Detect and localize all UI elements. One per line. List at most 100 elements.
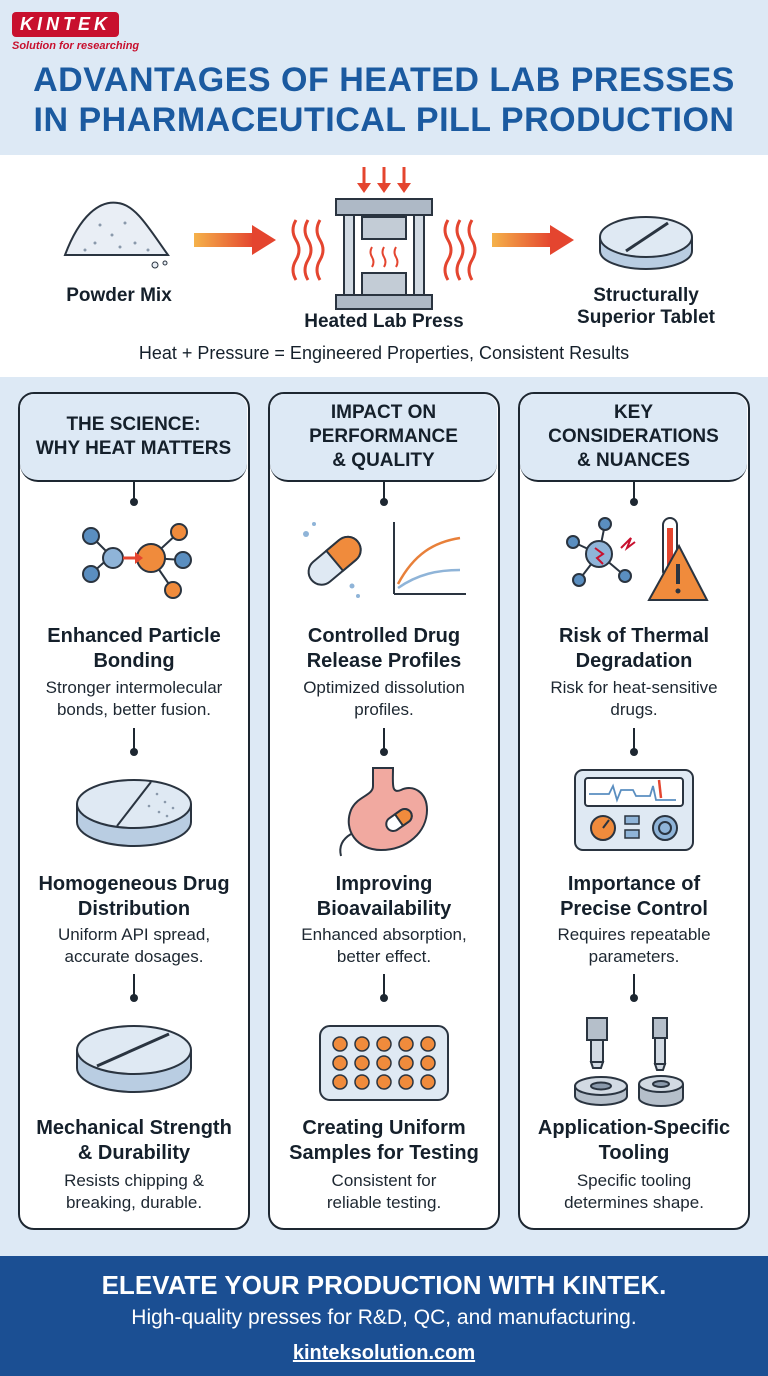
column-impact: IMPACT ON PERFORMANCE & QUALITY Controll… (268, 392, 500, 1230)
title-line-2: IN PHARMACEUTICAL PILL PRODUCTION (33, 101, 735, 139)
tablet-cross-section-icon (76, 779, 192, 847)
item-title-line: Bonding (93, 650, 175, 672)
item-description: Optimized dissolution profiles. (278, 677, 490, 721)
website-link[interactable]: kinteksolution.com (292, 1342, 476, 1364)
item-text-line: accurate dosages. (64, 947, 204, 966)
logo-tagline: Solution for researching (12, 40, 140, 52)
column-header: THE SCIENCE: WHY HEAT MATTERS (20, 394, 247, 482)
item-title-line: Improving (335, 873, 433, 895)
column-header-line: PERFORMANCE (309, 426, 458, 447)
column-header-line: & NUANCES (577, 450, 690, 471)
item-text-line: Enhanced absorption, (301, 925, 467, 944)
sample-tray-icon (319, 1025, 449, 1101)
heat-waves-left-icon (291, 219, 325, 281)
item-text-line: drugs. (610, 700, 658, 719)
item-title-line: Mechanical Strength (36, 1117, 232, 1139)
tablet-label-line-1: Structurally (593, 285, 699, 306)
item-text-line: better effect. (336, 947, 432, 966)
item-text-line: Uniform API spread, (57, 925, 211, 944)
item-title-line: & Durability (77, 1142, 191, 1164)
connector-line (130, 974, 138, 1002)
column-header: KEY CONSIDERATIONS & NUANCES (520, 394, 747, 482)
item-text-line: determines shape. (564, 1193, 704, 1212)
column-considerations: KEY CONSIDERATIONS & NUANCES Risk of The… (518, 392, 750, 1230)
scored-tablet-icon (76, 1025, 192, 1093)
item-title: Controlled Drug Release Profiles (274, 624, 494, 674)
item-description: Stronger intermolecular bonds, better fu… (28, 677, 240, 721)
heated-press-label: Heated Lab Press (304, 311, 464, 332)
item-title-line: Bioavailability (316, 898, 452, 920)
item-description: Uniform API spread, accurate dosages. (28, 924, 240, 968)
item-title-line: Creating Uniform (302, 1117, 466, 1139)
column-science: THE SCIENCE: WHY HEAT MATTERS Enhanced P… (18, 392, 250, 1230)
item-title-line: Precise Control (560, 898, 708, 920)
header: KINTEK Solution for researching ADVANTAG… (0, 0, 768, 155)
tooling-punches-icon (574, 1017, 684, 1107)
item-title-line: Tooling (598, 1142, 670, 1164)
item-title: Application-Specific Tooling (524, 1116, 744, 1166)
item-title: Mechanical Strength & Durability (24, 1116, 244, 1166)
stomach-icon (339, 767, 429, 857)
item-text-line: Risk for heat-sensitive (550, 678, 718, 697)
connector-line (380, 974, 388, 1002)
item-text-line: reliable testing. (326, 1193, 442, 1212)
item-text-line: Resists chipping & (64, 1171, 204, 1190)
arrow-right-icon (492, 225, 574, 255)
item-title-line: Risk of Thermal (558, 625, 710, 647)
tablet-label: Structurally Superior Tablet (556, 285, 736, 329)
process-equation: Heat + Pressure = Engineered Properties,… (138, 343, 630, 363)
arrow-right-icon (194, 225, 276, 255)
item-text-line: profiles. (354, 700, 414, 719)
item-title-line: Release Profiles (306, 650, 462, 672)
item-title: Improving Bioavailability (274, 872, 494, 922)
item-title-line: Degradation (575, 650, 693, 672)
thermal-warning-icon (566, 517, 709, 601)
item-text-line: Optimized dissolution (303, 678, 465, 697)
connector-line (380, 482, 388, 506)
item-text-line: Stronger intermolecular (45, 678, 223, 697)
molecule-bonding-icon (82, 523, 192, 599)
footer-banner: ELEVATE YOUR PRODUCTION WITH KINTEK. Hig… (0, 1256, 768, 1376)
item-text-line: parameters. (588, 947, 680, 966)
heat-waves-right-icon (443, 219, 477, 281)
column-header-line: & QUALITY (332, 450, 435, 471)
item-text-line: Consistent for (331, 1171, 437, 1190)
powder-mix-label: Powder Mix (66, 285, 172, 306)
item-title-line: Homogeneous Drug (38, 873, 230, 895)
item-title-line: Application-Specific (537, 1117, 731, 1139)
item-title: Importance of Precise Control (524, 872, 744, 922)
connector-line (630, 728, 638, 756)
item-description: Risk for heat-sensitive drugs. (528, 677, 740, 721)
logo-wordmark: KINTEK (12, 12, 119, 37)
item-title: Homogeneous Drug Distribution (24, 872, 244, 922)
item-title: Creating Uniform Samples for Testing (274, 1116, 494, 1166)
pressure-arrows-icon (357, 167, 411, 193)
item-description: Specific tooling determines shape. (528, 1170, 740, 1214)
column-header-line: IMPACT ON (330, 402, 437, 423)
item-description: Resists chipping & breaking, durable. (28, 1170, 240, 1214)
tablet-label-line-2: Superior Tablet (577, 307, 715, 328)
connector-line (630, 482, 638, 506)
heated-press-icon (335, 198, 433, 310)
item-title-line: Controlled Drug (307, 625, 461, 647)
item-title-line: Distribution (77, 898, 191, 920)
column-header-line: KEY (613, 402, 654, 423)
item-text-line: bonds, better fusion. (56, 700, 212, 719)
process-graphic (63, 167, 693, 310)
page-title: ADVANTAGES OF HEATED LAB PRESSES IN PHAR… (0, 60, 768, 140)
item-text-line: breaking, durable. (65, 1193, 203, 1212)
item-description: Enhanced absorption, better effect. (278, 924, 490, 968)
item-title-line: Importance of (567, 873, 701, 895)
connector-line (130, 728, 138, 756)
column-header-line: THE SCIENCE: (66, 414, 201, 435)
connector-line (630, 974, 638, 1002)
footer-subtitle: High-quality presses for R&D, QC, and ma… (131, 1306, 637, 1329)
title-line-1: ADVANTAGES OF HEATED LAB PRESSES (33, 61, 735, 99)
kintek-logo[interactable]: KINTEK Solution for researching (12, 12, 142, 58)
capsule-release-chart-icon (303, 522, 466, 598)
item-description: Requires repeatable parameters. (528, 924, 740, 968)
item-description: Consistent for reliable testing. (278, 1170, 490, 1214)
powder-pile-icon (63, 201, 170, 269)
item-title: Enhanced Particle Bonding (24, 624, 244, 674)
item-title-line: Samples for Testing (289, 1142, 479, 1164)
